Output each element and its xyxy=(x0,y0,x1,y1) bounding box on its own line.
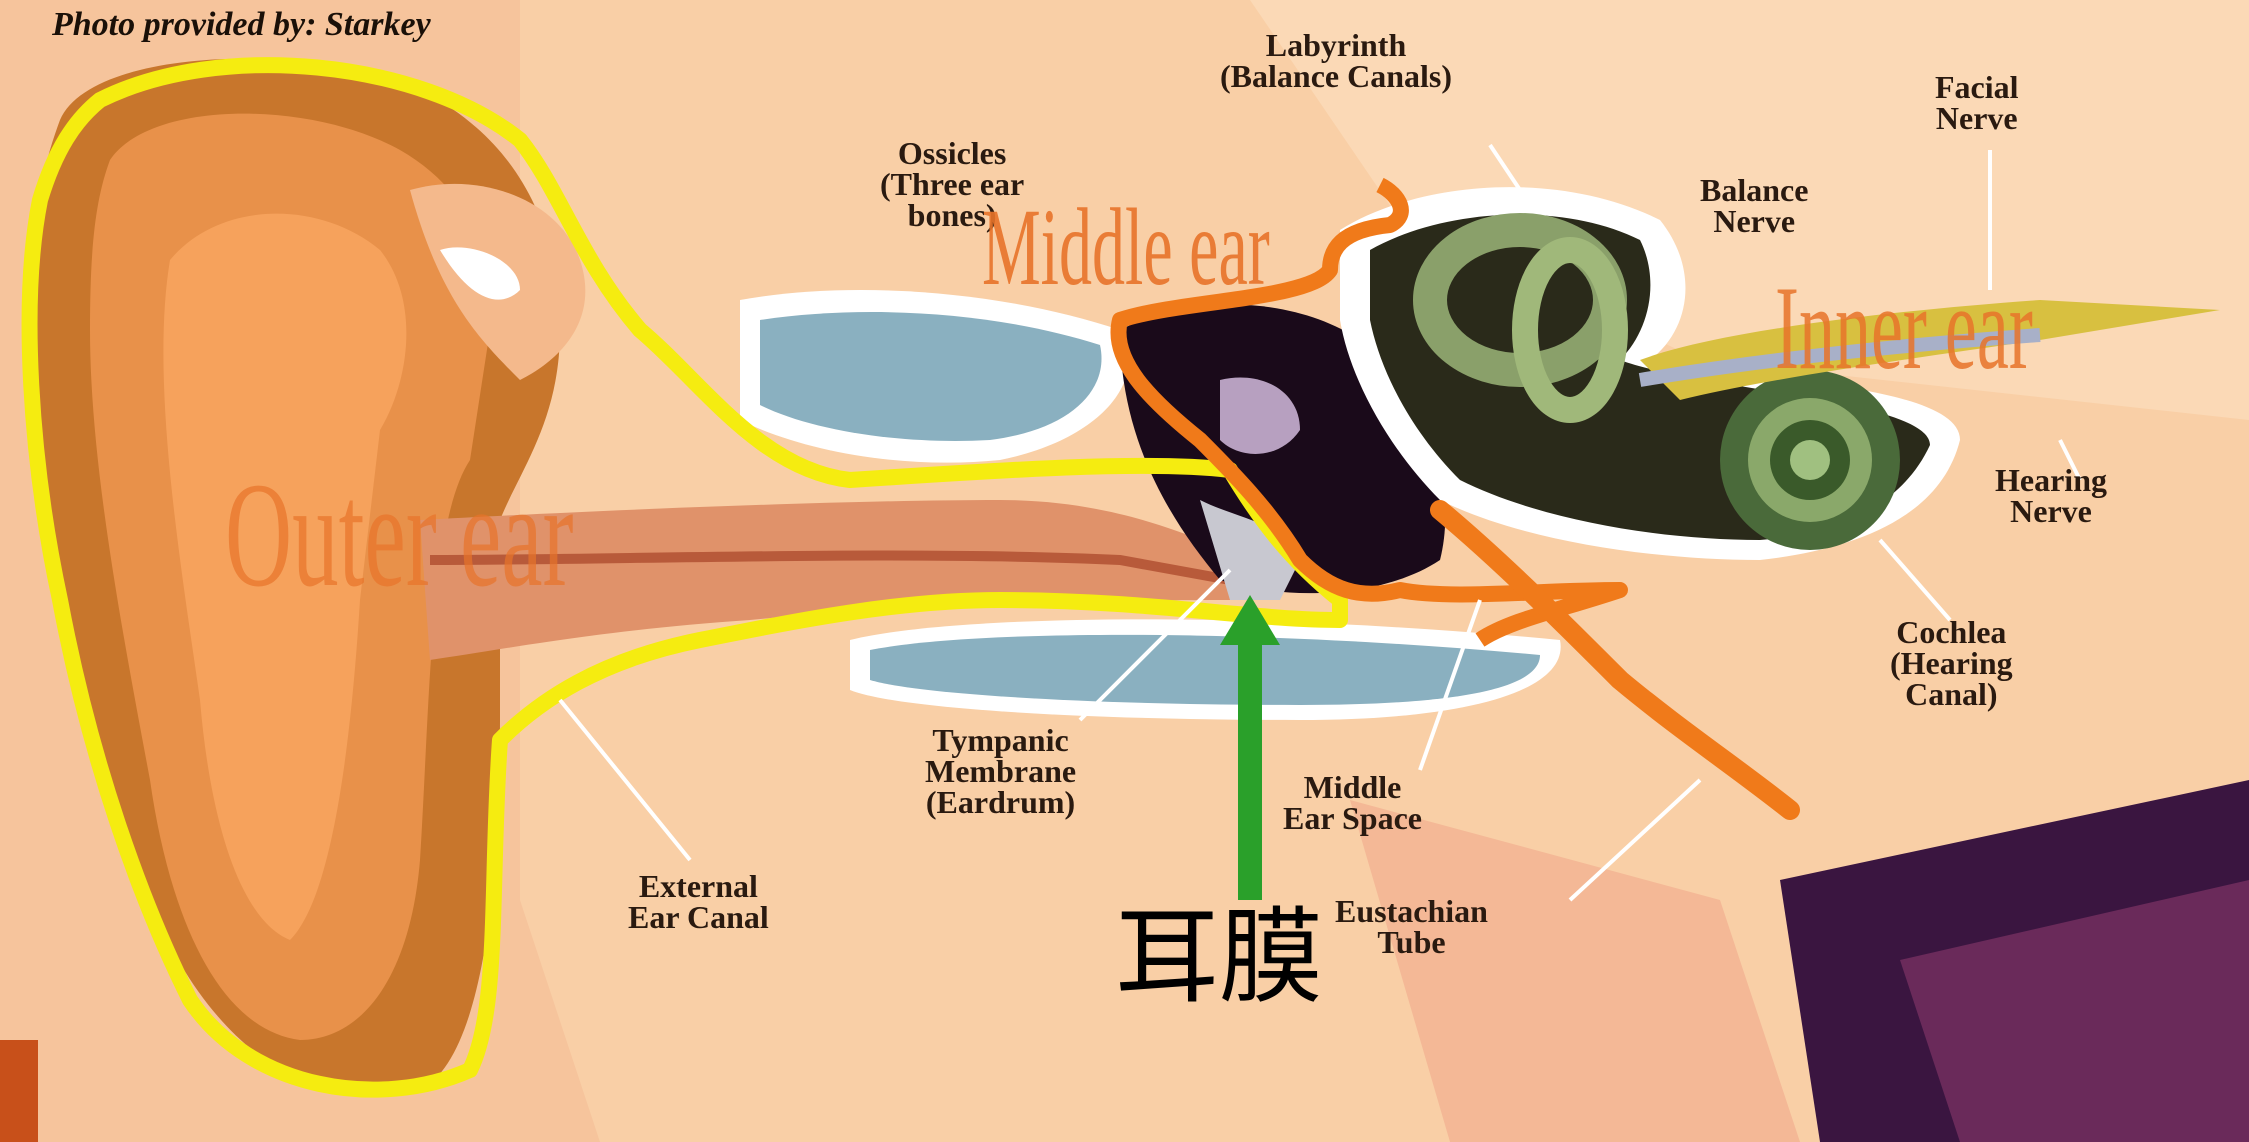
label-tympanic-membrane: Tympanic Membrane (Eardrum) xyxy=(925,725,1076,818)
corner-accent xyxy=(0,1040,38,1142)
label-external-ear-canal: External Ear Canal xyxy=(628,871,769,933)
region-outer-ear: Outer ear xyxy=(225,460,574,610)
label-balance-nerve: Balance Nerve xyxy=(1700,175,1808,237)
label-middle-ear-space: Middle Ear Space xyxy=(1283,772,1422,834)
label-cochlea: Cochlea (Hearing Canal) xyxy=(1890,617,2013,710)
eardrum-annotation: 耳膜 xyxy=(1115,905,1323,1009)
label-hearing-nerve: Hearing Nerve xyxy=(1995,465,2107,527)
photo-credit: Photo provided by: Starkey xyxy=(52,6,431,44)
region-inner-ear: Inner ear xyxy=(1775,268,2033,388)
arrow-shaft xyxy=(1238,640,1262,900)
label-facial-nerve: Facial Nerve xyxy=(1935,72,2019,134)
region-middle-ear: Middle ear xyxy=(982,192,1270,302)
label-labyrinth: Labyrinth (Balance Canals) xyxy=(1220,30,1452,92)
label-eustachian-tube: Eustachian Tube xyxy=(1335,896,1488,958)
cochlea-ring-3 xyxy=(1790,440,1830,480)
